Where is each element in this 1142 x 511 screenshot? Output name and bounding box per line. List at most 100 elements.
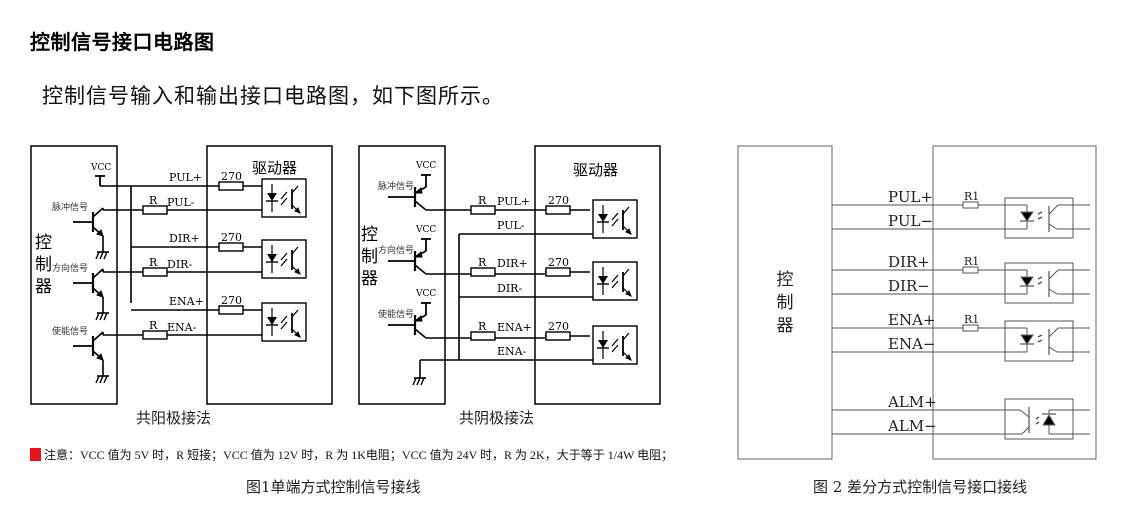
led-icon: [1020, 334, 1034, 345]
light-arrow: [611, 280, 619, 289]
optocoupler-icon: [592, 261, 638, 301]
driver-label: 驱动器: [573, 161, 618, 179]
controller-label: 制: [361, 247, 378, 267]
light-arrow: [280, 191, 288, 200]
resistor-value: 270: [221, 170, 242, 183]
transistor-collector: [291, 185, 299, 194]
figure2-caption: 图 2 差分方式控制信号接口接线: [813, 478, 1028, 496]
emitter: [1021, 426, 1030, 435]
driver-box: [534, 145, 661, 405]
light-dots: [1037, 276, 1043, 280]
common-anode-label: 共阳极接法: [136, 409, 212, 427]
collector: [92, 207, 104, 218]
resistor-270: [545, 331, 571, 341]
optocoupler-icon: [1003, 197, 1090, 239]
emitter-arrow: [413, 315, 423, 322]
ground-hatch: [95, 312, 100, 321]
resistor-value: 270: [548, 194, 569, 207]
resistor-r: [470, 267, 496, 277]
differential-diagram: 控制器PUL+PUL−R1DIR+DIR−R1ENA+ENA−R1ALM+ALM…: [737, 145, 1097, 460]
light-dots: [1037, 216, 1043, 220]
ground-hatch: [103, 375, 108, 384]
emitter: [1048, 223, 1058, 230]
collector: [1048, 327, 1059, 338]
light-arrow: [611, 212, 619, 221]
minus-label: ENA−: [888, 335, 935, 353]
controller-box: [30, 145, 118, 405]
collector: [414, 200, 427, 211]
emitter: [1048, 288, 1058, 295]
minus-label: PUL-: [167, 196, 195, 209]
emitter-arrow: [625, 290, 632, 297]
light-arrow: [611, 274, 619, 283]
minus-label: ALM−: [887, 417, 937, 435]
light-arrow: [280, 252, 288, 261]
driver-box: [206, 145, 333, 405]
collector: [1048, 204, 1059, 215]
transistor-icon: [73, 331, 104, 361]
collector: [1048, 269, 1059, 280]
plus-label: PUL+: [497, 195, 530, 208]
resistor-r: [142, 330, 168, 340]
resistor-270: [218, 242, 244, 252]
ground-hatch: [99, 312, 104, 321]
controller-label: 制: [777, 293, 794, 313]
ground-icon: [95, 251, 109, 260]
r1-label: R1: [964, 313, 979, 326]
collector: [414, 328, 427, 339]
ground-hatch: [420, 377, 425, 386]
light-arrow: [280, 197, 288, 206]
minus-label: PUL-: [497, 219, 525, 232]
plus-label: ENA+: [169, 295, 204, 308]
ground-hatch: [412, 377, 417, 386]
signal-name: 使能信号: [378, 308, 414, 320]
signal-name: 使能信号: [52, 325, 88, 337]
ground-hatch: [416, 377, 421, 386]
transistor-icon: [73, 268, 104, 298]
controller-label: 制: [35, 255, 52, 275]
signal-name: 方向信号: [378, 244, 414, 256]
optocoupler-icon: [1003, 262, 1090, 304]
ground-icon: [95, 375, 109, 384]
emitter-arrow: [96, 290, 104, 298]
light-dots: [1037, 339, 1043, 343]
vcc-label: VCC: [415, 289, 436, 299]
resistor-r: [470, 205, 496, 215]
light-arrow: [611, 338, 619, 347]
emitter-arrow: [413, 251, 423, 258]
transistor-collector: [291, 246, 299, 255]
controller-box: [358, 145, 446, 405]
resistor-r1: [962, 266, 979, 274]
light-dots: [1035, 421, 1040, 425]
emitter-arrow: [96, 229, 104, 237]
resistor-r1: [962, 324, 979, 332]
plus-label: PUL+: [888, 188, 933, 206]
r-label: R: [478, 194, 487, 207]
transistor-icon: [73, 207, 104, 237]
note-marker: [30, 448, 41, 461]
minus-label: ENA-: [497, 345, 527, 358]
light-arrow: [280, 315, 288, 324]
plus-label: PUL+: [169, 171, 202, 184]
ground-hatch: [95, 375, 100, 384]
collector: [92, 331, 104, 342]
collector: [1019, 409, 1030, 418]
emitter-arrow: [413, 187, 423, 194]
light-arrow: [611, 344, 619, 353]
light-dots: [1037, 281, 1043, 285]
collector: [414, 264, 427, 275]
minus-label: PUL−: [888, 212, 933, 230]
optocoupler-icon: [1003, 320, 1090, 362]
resistor-r: [142, 267, 168, 277]
controller-box: [737, 145, 833, 460]
ground-hatch: [99, 375, 104, 384]
plus-label: ENA+: [497, 321, 532, 334]
plus-label: DIR+: [169, 232, 200, 245]
transistor-icon: [388, 186, 427, 211]
plus-label: ALM+: [887, 393, 937, 411]
minus-label: DIR−: [888, 277, 930, 295]
light-arrow: [280, 321, 288, 330]
section-title: 控制信号接口电路图: [30, 30, 215, 54]
plus-label: DIR+: [497, 257, 528, 270]
